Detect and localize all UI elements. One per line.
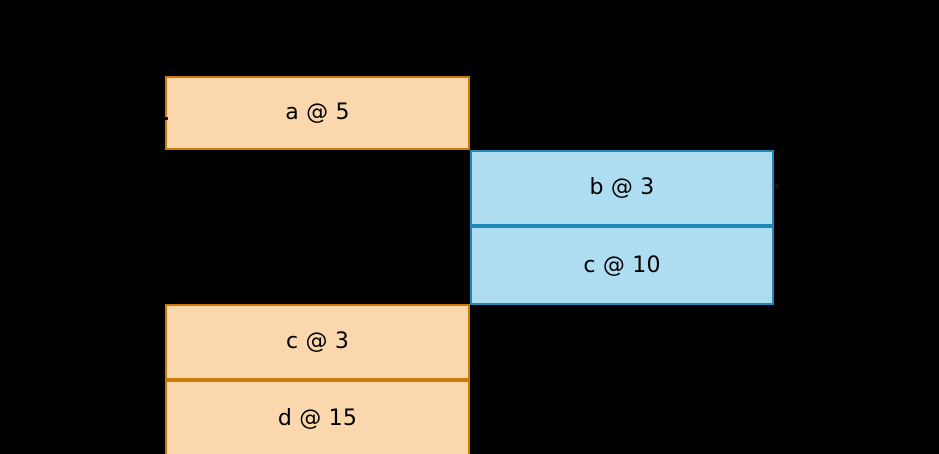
right-edge-tick-icon	[775, 184, 779, 189]
block-c-10[interactable]: c @ 10	[470, 226, 774, 305]
block-c-3[interactable]: c @ 3	[165, 304, 470, 380]
left-edge-tick-icon	[165, 117, 168, 120]
block-b-3[interactable]: b @ 3	[470, 150, 774, 226]
block-a-5[interactable]: a @ 5	[165, 76, 470, 150]
block-d-15[interactable]: d @ 15	[165, 380, 470, 454]
